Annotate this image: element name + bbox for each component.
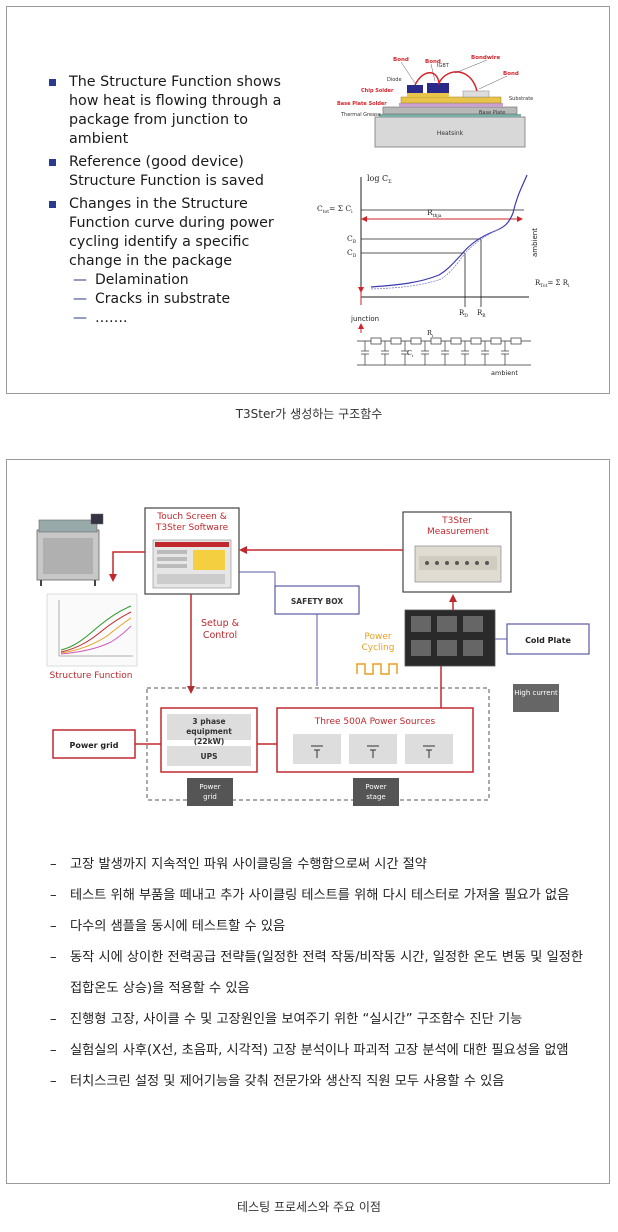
base-plate-label: Base Plate <box>479 110 505 116</box>
t3ster-instrument-icon <box>414 545 502 583</box>
slide-bullet-list: The Structure Function shows how heat is… <box>47 73 287 328</box>
bullet-square-icon <box>49 79 56 86</box>
bullet-square-icon <box>49 201 56 208</box>
bottom-figure-caption: 테스팅 프로세스와 주요 이점 <box>237 1200 381 1214</box>
thermal-grease-label: Thermal Grease <box>340 112 381 118</box>
structure-function-curve <box>370 174 528 288</box>
ambient-label: ambient <box>531 228 539 257</box>
t3ster-label: T3Ster Measurement <box>427 516 489 537</box>
structure-function-slide: The Structure Function shows how heat is… <box>6 6 610 394</box>
cold-plate-box <box>506 623 590 655</box>
package-cross-section: Heatsink Thermal Grease Base Plate Base … <box>337 55 533 148</box>
power-sources-label: Three 500A Power Sources <box>314 717 436 727</box>
rc-ladder <box>357 337 531 366</box>
igbt-chip <box>427 83 449 93</box>
testing-process-diagram: Touch Screen & T3Ster Software T3Ster Me… <box>36 507 590 806</box>
structure-function-chart-icon <box>46 593 138 667</box>
slide-bullet: Reference (good device) Structure Functi… <box>47 153 287 191</box>
thermal-grease-layer <box>379 114 521 117</box>
cold-plate-label: Cold Plate <box>525 636 571 645</box>
software-screen-icon <box>152 539 232 589</box>
power-grid-tag <box>187 778 233 806</box>
svg-text:RD: RD <box>459 309 468 319</box>
bullet-square-icon <box>49 159 56 166</box>
bondwire-path <box>414 71 478 92</box>
base-plate-solder <box>399 103 503 107</box>
safety-box-label: SAFETY BOX <box>291 597 343 606</box>
power-cycling-label: Power Cycling <box>361 632 395 653</box>
power-grid-box <box>52 729 136 759</box>
bondwire-label: Bondwire <box>471 55 501 61</box>
substrate-layer <box>400 96 502 104</box>
svg-text:log CΣ: log CΣ <box>367 174 392 185</box>
power-stage-tag <box>353 778 399 806</box>
power-stage-tag-label: Power stage <box>365 783 387 801</box>
bond-label-1: Bond <box>393 57 409 63</box>
svg-text:CD: CD <box>347 248 357 259</box>
slide-sub-bullet: —Cracks in substrate <box>73 291 231 307</box>
diode-chip <box>407 85 423 93</box>
reference-curve <box>370 228 500 290</box>
structure-function-label: Structure Function <box>49 671 132 681</box>
svg-text:Ri: Ri <box>427 329 434 338</box>
ups-label: UPS <box>201 752 218 761</box>
power-grid-tag-label: Power grid <box>199 783 221 801</box>
benefit-item: –터치스크린 설정 및 제어기능을 갖춰 전문가와 생산직 직원 모두 사용할 … <box>50 1074 505 1089</box>
tester-machine-icon <box>36 513 104 586</box>
benefit-item: –다수의 샘플을 동시에 테스트할 수 있음 <box>50 919 286 934</box>
setup-control-label: Setup & Control <box>200 618 240 641</box>
svg-text:Ci: Ci <box>407 349 414 358</box>
chip-solder-label: Chip Solder <box>361 88 394 94</box>
high-current-box <box>513 684 559 712</box>
benefit-item: –실험실의 사후(X선, 초음파, 시각적) 고장 분석이나 파괴적 고장 분석… <box>50 1043 569 1058</box>
svg-text:RTot= Σ Ri: RTot= Σ Ri <box>535 279 570 289</box>
benefit-item: –동작 시에 상이한 전력공급 전략들(일정한 전력 작동/비작동 시간, 일정… <box>50 950 583 996</box>
power-grid-label: Power grid <box>69 741 118 750</box>
benefit-item: –고장 발생까지 지속적인 파워 사이클링을 수행함으로써 시간 절약 <box>50 857 427 872</box>
svg-text:Rthja: Rthja <box>427 208 442 219</box>
top-figure-caption: T3Ster가 생성하는 구조함수 <box>235 407 383 421</box>
igbt-label: IGBT <box>437 63 450 69</box>
heatsink-label: Heatsink <box>437 130 464 137</box>
slide-bullet: The Structure Function shows how heat is… <box>47 73 287 149</box>
benefit-item: –테스트 위해 부품을 떼내고 추가 사이클링 테스트를 위해 다시 테스터로 … <box>50 888 570 903</box>
bond-label-2: Bond <box>425 59 441 65</box>
touch-screen-label: Touch Screen & T3Ster Software <box>155 512 229 533</box>
bond-label-3: Bond <box>503 71 519 77</box>
slide-sub-bullet: —Delamination <box>73 272 189 288</box>
substrate-label: Substrate <box>509 96 533 102</box>
high-current-label: High current <box>514 689 558 697</box>
three-phase-label: 3 phase equipment (22kW) <box>186 717 232 746</box>
power-module-icon <box>404 609 496 667</box>
power-cycling-wave <box>356 663 398 675</box>
chip-solder-layer <box>407 93 449 97</box>
benefit-list: –고장 발생까지 지속적인 파워 사이클링을 수행함으로써 시간 절약 –테스트… <box>50 849 590 1097</box>
junction-label: junction <box>350 315 379 323</box>
heatsink-block <box>374 116 526 148</box>
benefit-item: –진행형 고장, 사이클 수 및 고장원인을 보여주기 위한 “실시간” 구조함… <box>50 1012 523 1027</box>
testing-process-panel: Touch Screen & T3Ster Software T3Ster Me… <box>6 459 610 1184</box>
slide-bullet: Changes in the Structure Function curve … <box>47 195 287 271</box>
terminal-pad <box>462 90 490 98</box>
ladder-ambient-label: ambient <box>491 369 518 377</box>
power-enclosure <box>146 687 490 801</box>
structure-function-graph: log CΣ Ctot= Σ Ci Rthja CB CD RD RB ambi… <box>317 174 570 377</box>
base-plate-solder-label: Base Plate Solder <box>337 101 387 107</box>
svg-text:RB: RB <box>477 309 486 319</box>
dc-source-icon <box>311 745 435 758</box>
svg-text:CB: CB <box>347 234 357 245</box>
svg-text:Ctot= Σ Ci: Ctot= Σ Ci <box>317 204 353 215</box>
slide-sub-bullet: —……. <box>73 310 128 326</box>
diode-label: Diode <box>387 77 402 83</box>
